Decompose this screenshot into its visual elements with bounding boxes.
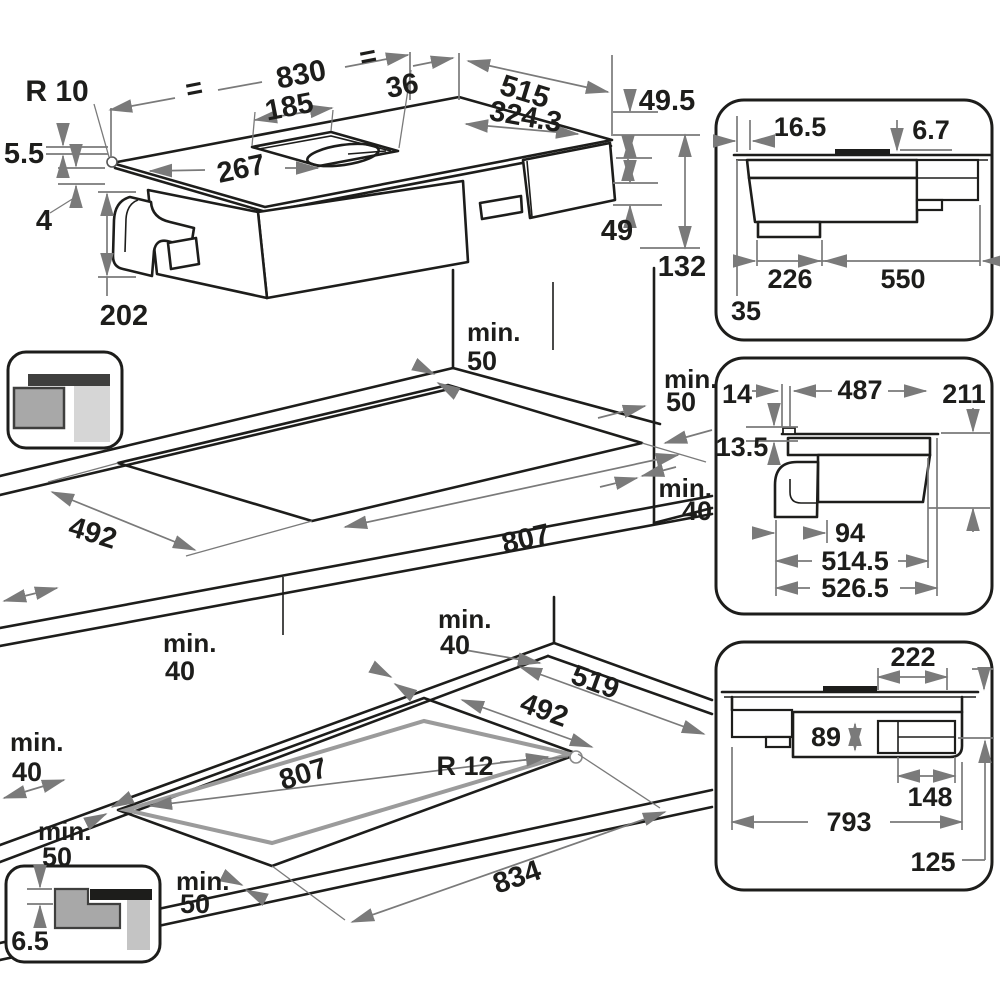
dim-526-5: 526.5	[821, 573, 889, 603]
motor-housing	[521, 141, 617, 220]
dim-cutout-width-807: 807	[499, 518, 553, 560]
vent-grate-2	[823, 686, 877, 692]
dim-equal-left: =	[183, 72, 206, 107]
dim-rear-14: 14	[722, 379, 752, 409]
min-front-label-2: min.	[176, 866, 229, 896]
panel-side-view-front: 16.5 6.7 226 550 35	[712, 98, 1000, 342]
recessed-hob-shape	[53, 887, 122, 930]
dim-514-5: 514.5	[821, 546, 889, 576]
dim-equal-right: =	[357, 40, 380, 75]
vent-grate	[835, 149, 890, 155]
min-left-value: 40	[12, 757, 42, 787]
panel-side-view-duct: 14 487 211 13.5 94 514.5 526.5	[714, 356, 994, 616]
duct-piece	[166, 236, 201, 271]
dim-box-148: 148	[907, 782, 952, 812]
min-corner-value: 40	[682, 496, 712, 526]
dim-inner-depth-492: 492	[516, 687, 572, 734]
min-rear-label: min.	[467, 317, 520, 347]
dim-vent-222: 222	[890, 642, 935, 672]
dim-inner-width-807: 807	[276, 752, 332, 797]
dim-4: 4	[36, 205, 52, 237]
hob-body-shape	[12, 386, 66, 430]
dim-132: 132	[658, 251, 706, 283]
dim-outer-width-834: 834	[489, 854, 545, 900]
min-rear-value: 50	[467, 346, 497, 376]
dim-housing-125: 125	[910, 847, 955, 877]
dim-overhang-16-5: 16.5	[774, 112, 827, 142]
dim-depth-211: 211	[942, 379, 986, 409]
dim-duct-226: 226	[767, 264, 812, 294]
housing-tab	[478, 194, 524, 221]
dim-49: 49	[601, 215, 633, 247]
cabinet-panel-shape-2	[127, 900, 150, 950]
min-front-label: min.	[163, 628, 216, 658]
dim-49-5: 49.5	[639, 85, 695, 117]
dim-box-89: 89	[811, 722, 841, 752]
worktop-bar-shape	[28, 374, 110, 386]
dim-radius-12: R 12	[436, 751, 493, 781]
dim-duct-94: 94	[835, 518, 865, 548]
cabinet-panel-shape	[74, 386, 110, 442]
dim-corner-radius: R 10	[25, 75, 88, 108]
min-left-label: min.	[10, 727, 63, 757]
dim-202: 202	[100, 300, 148, 332]
dim-cutout-depth-492: 492	[65, 511, 121, 556]
dim-flange-13-5: 13.5	[716, 432, 769, 462]
min-rear-label-2: min.	[438, 604, 491, 634]
dim-36: 36	[383, 67, 421, 105]
min-front-value: 40	[165, 656, 195, 686]
dim-body-487: 487	[837, 375, 882, 405]
worktop-bar-shape-2	[90, 889, 152, 900]
flush-mount-icon: 6.5	[4, 864, 162, 964]
dim-offset-35: 35	[731, 296, 761, 326]
dim-5-5: 5.5	[4, 138, 44, 170]
dim-body-550: 550	[880, 264, 925, 294]
min-rear-value-2: 40	[440, 630, 470, 660]
surface-mount-icon	[6, 350, 124, 450]
vent-opening	[306, 142, 380, 168]
dim-185: 185	[262, 87, 316, 128]
dim-glass-6-7: 6.7	[912, 115, 950, 145]
dim-body-793: 793	[826, 807, 871, 837]
corner-radius-12-marker	[569, 750, 583, 764]
min-right-value: 50	[666, 387, 696, 417]
min-front-value-2: 50	[180, 889, 210, 919]
min-right-label: min.	[664, 364, 717, 394]
corner-radius-marker	[106, 156, 118, 168]
iso-hob-view: R 10 = 830 = 185 36 515 324.3 49.5 5.5 4…	[4, 40, 706, 350]
min-corner-label: min.	[659, 473, 712, 503]
duct-elbow	[111, 195, 196, 278]
min-side-label: min.	[38, 816, 91, 846]
panel-side-view-rear: 222 89 148 793 125	[714, 640, 994, 892]
dim-recess-6-5: 6.5	[11, 926, 49, 956]
